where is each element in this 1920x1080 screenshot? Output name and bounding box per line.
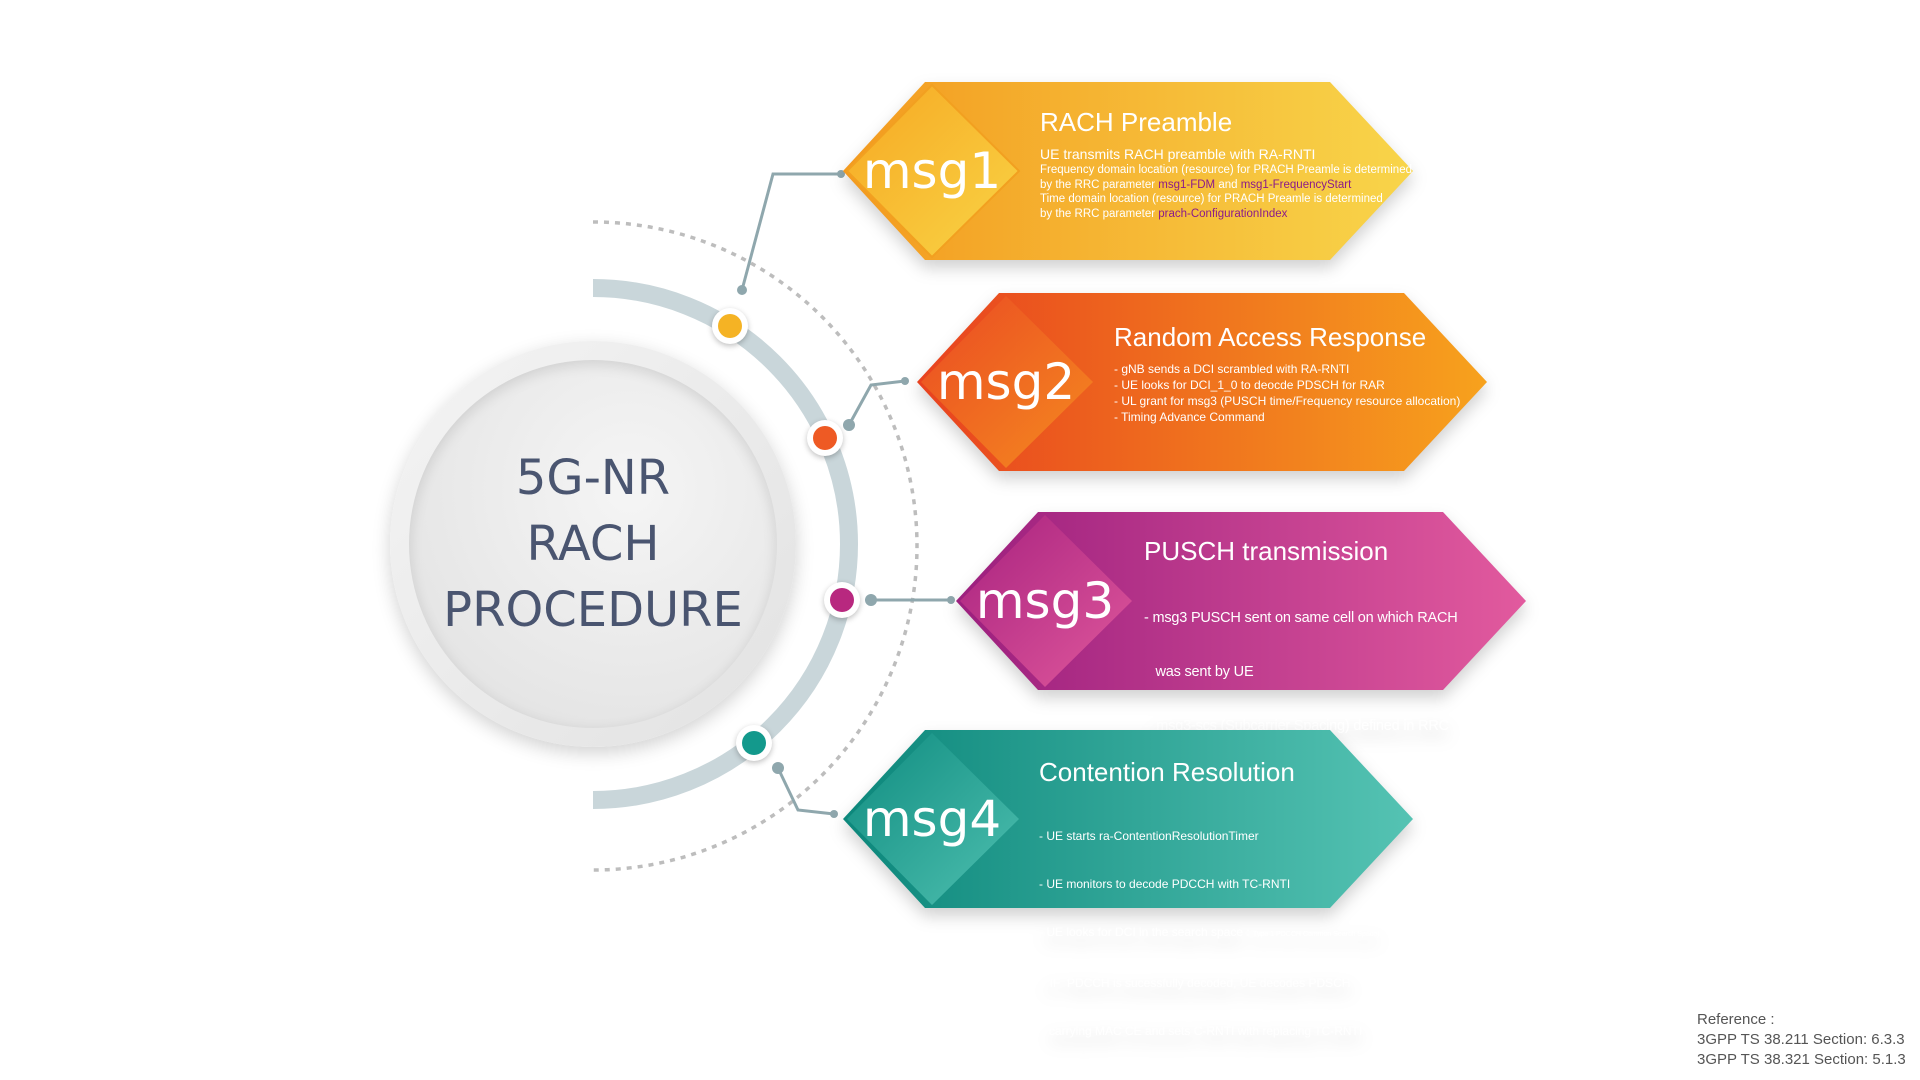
rrc-param: msg1-FrequencyStart bbox=[1240, 178, 1352, 191]
connector-lines bbox=[740, 172, 951, 816]
title-line: RACH bbox=[526, 516, 660, 572]
step-body: - gNB sends a DCI scrambled with RA-RNTI… bbox=[1114, 361, 1460, 425]
step-banner-msg2: msg2 Random Access Response - gNB sends … bbox=[917, 293, 1487, 471]
step-dot-msg3 bbox=[824, 582, 860, 618]
text: - UE looks for DCI in the search space : bbox=[1039, 925, 1254, 939]
step-body: - msg3 PUSCH sent on same cell on which … bbox=[1144, 573, 1458, 771]
step-dot-msg1 bbox=[712, 308, 748, 344]
body-line: by the RRC parameter msg1-FDM and msg1-F… bbox=[1040, 178, 1412, 193]
step-banner-msg1: msg1 RACH Preamble UE transmits RACH pre… bbox=[843, 82, 1413, 260]
rrc-param: prach-ConfigurationIndex bbox=[1158, 207, 1288, 220]
step-body: UE transmits RACH preamble with RA-RNTI … bbox=[1040, 146, 1412, 221]
body-line: - UE looks for DCI in the search space :… bbox=[1039, 924, 1380, 943]
body-line: - UE looks for DCI_1_0 to deocde PDSCH f… bbox=[1114, 378, 1385, 392]
step-banner-msg3: msg3 PUSCH transmission - msg3 PUSCH sen… bbox=[956, 512, 1526, 734]
msg2-badge: msg2 bbox=[917, 293, 1095, 471]
msg-label: msg4 bbox=[862, 790, 1002, 848]
connector-dots bbox=[737, 170, 955, 818]
text-small: Type 1 PDCCH Common Search Space) bbox=[1253, 931, 1380, 938]
body-line: carrying MAC CE and sets C-RNTI with rep… bbox=[1039, 1024, 1363, 1038]
msg1-badge: msg1 bbox=[843, 82, 1021, 260]
body-line: Time domain location (resource) for PRAC… bbox=[1040, 193, 1383, 205]
body-line: - UE starts ra-ContentionResolutionTimer bbox=[1039, 829, 1259, 843]
body-line: - gNB sends a DCI scrambled with RA-RNTI bbox=[1114, 362, 1350, 376]
body-line: - UL grant for msg3 (PUSCH time/Frequenc… bbox=[1114, 394, 1461, 408]
msg3-badge: msg3 bbox=[956, 512, 1134, 690]
reference-heading: Reference : bbox=[1697, 1011, 1775, 1028]
body-line: - msg3-scs (Subcarrier Spacing) defined … bbox=[1144, 718, 1449, 734]
msg-label: msg3 bbox=[975, 572, 1115, 630]
text: by the RRC parameter bbox=[1040, 178, 1159, 191]
msg4-badge: msg4 bbox=[843, 730, 1021, 908]
step-title: Random Access Response bbox=[1114, 322, 1427, 352]
step-body: - UE starts ra-ContentionResolutionTimer… bbox=[1039, 796, 1380, 1071]
body-line: UE transmits RACH preamble with RA-RNTI bbox=[1040, 146, 1316, 162]
reference-item: 3GPP TS 38.321 Section: 5.1.3 bbox=[1697, 1051, 1906, 1068]
center-circle: 5G-NR RACH PROCEDURE bbox=[390, 341, 796, 747]
rrc-param: msg1-FDM bbox=[1158, 178, 1216, 191]
msg-label: msg2 bbox=[936, 353, 1076, 411]
body-line: - Timing Advance Command bbox=[1114, 410, 1265, 424]
center-title: 5G-NR RACH PROCEDURE bbox=[409, 360, 777, 728]
dashed-arc bbox=[592, 220, 919, 872]
msg-label: msg1 bbox=[862, 142, 1002, 200]
step-title: RACH Preamble bbox=[1040, 107, 1233, 137]
step-dot-msg4 bbox=[736, 725, 772, 761]
step-banner-msg4: msg4 Contention Resolution - UE starts r… bbox=[843, 730, 1413, 1038]
body-line: was sent by UE bbox=[1144, 664, 1254, 680]
step-title: Contention Resolution bbox=[1039, 757, 1295, 787]
reference-item: 3GPP TS 38.211 Section: 6.3.3 bbox=[1697, 1031, 1905, 1048]
step-dot-msg2 bbox=[807, 420, 843, 456]
body-line: by the RRC parameter prach-Configuration… bbox=[1040, 207, 1412, 222]
step-title: PUSCH transmission bbox=[1144, 536, 1389, 566]
reference-note: Reference : 3GPP TS 38.211 Section: 6.3.… bbox=[1697, 1010, 1906, 1070]
title-line: PROCEDURE bbox=[443, 582, 743, 638]
body-line: - IF PDCCH is sucessfully decoded, UE de… bbox=[1039, 976, 1351, 990]
body-line: Frequency domain location (resource) for… bbox=[1040, 164, 1412, 176]
text: and bbox=[1215, 178, 1241, 191]
body-line: - msg3 PUSCH sent on same cell on which … bbox=[1144, 610, 1458, 626]
title-line: 5G-NR bbox=[515, 450, 671, 506]
body-line: - UE monitors to decode PDCCH with TC-RN… bbox=[1039, 877, 1291, 891]
text: by the RRC parameter bbox=[1040, 207, 1159, 220]
